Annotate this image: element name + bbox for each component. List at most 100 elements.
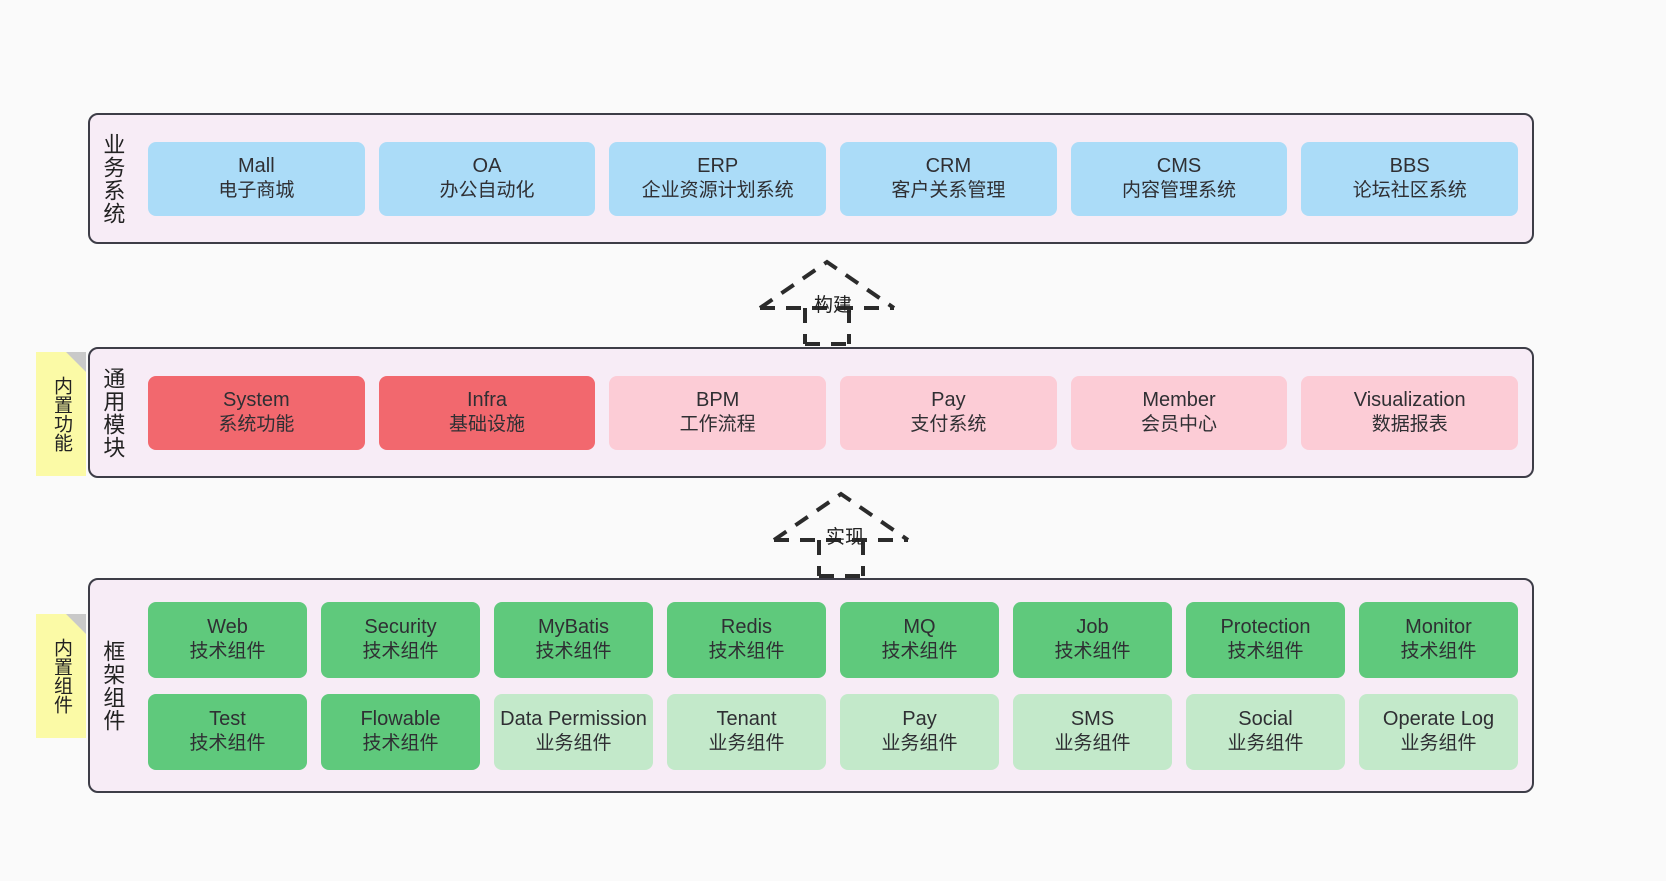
card-title-en: Data Permission <box>500 707 647 730</box>
card-title-cn: 技术组件 <box>881 640 958 662</box>
card-title-cn: 电子商城 <box>218 179 295 201</box>
card-title-cn: 技术组件 <box>189 732 266 754</box>
card-title-en: Social <box>1238 707 1293 730</box>
card-title-en: SMS <box>1070 707 1115 730</box>
card-title-en: Security <box>364 615 437 638</box>
card-title-cn: 业务组件 <box>535 732 612 754</box>
card-mall[interactable]: Mall 电子商城 <box>148 141 365 216</box>
card-title-en: Pay <box>931 388 966 411</box>
business-card-row: Mall 电子商城 OA 办公自动化 ERP 企业资源计划系统 CRM 客户关系… <box>148 141 1519 216</box>
card-title-en: Protection <box>1220 615 1311 638</box>
card-title-cn: 技术组件 <box>362 640 439 662</box>
card-test[interactable]: Test 技术组件 <box>148 693 307 770</box>
sticky-note-builtin-features: 内置功能 <box>36 352 86 476</box>
card-title-cn: 业务组件 <box>1227 732 1304 754</box>
card-title-cn: 客户关系管理 <box>891 179 1006 201</box>
layer-panel-common: 通用模块 System 系统功能 Infra 基础设施 BPM 工作流程 Pay <box>88 347 1534 478</box>
card-title-en: Flowable <box>360 707 441 730</box>
card-erp[interactable]: ERP 企业资源计划系统 <box>609 141 827 216</box>
card-web[interactable]: Web 技术组件 <box>148 601 307 678</box>
card-sms[interactable]: SMS 业务组件 <box>1013 693 1172 770</box>
sticky-note-builtin-components: 内置组件 <box>36 614 86 738</box>
card-mybatis[interactable]: MyBatis 技术组件 <box>494 601 653 678</box>
card-title-cn: 系统功能 <box>218 413 295 435</box>
card-title-en: Tenant <box>716 707 777 730</box>
card-social[interactable]: Social 业务组件 <box>1186 693 1345 770</box>
card-title-cn: 内容管理系统 <box>1122 179 1237 201</box>
card-member[interactable]: Member 会员中心 <box>1070 375 1288 450</box>
card-title-cn: 支付系统 <box>910 413 987 435</box>
card-title-en: ERP <box>697 154 739 177</box>
card-title-cn: 办公自动化 <box>439 179 535 201</box>
card-title-en: Operate Log <box>1382 707 1495 730</box>
card-title-cn: 业务组件 <box>1054 732 1131 754</box>
card-title-cn: 技术组件 <box>1227 640 1304 662</box>
card-security[interactable]: Security 技术组件 <box>321 601 480 678</box>
card-title-en: CRM <box>925 154 972 177</box>
card-title-en: Monitor <box>1405 615 1472 638</box>
card-title-cn: 业务组件 <box>708 732 785 754</box>
layer-panel-framework: 框架组件 Web 技术组件 Security 技术组件 MyBatis 技术组件… <box>88 578 1534 793</box>
card-title-en: MQ <box>903 615 936 638</box>
card-title-cn: 业务组件 <box>881 732 958 754</box>
card-pay-component[interactable]: Pay 业务组件 <box>840 693 999 770</box>
sticky-note-text: 内置功能 <box>51 376 73 452</box>
card-redis[interactable]: Redis 技术组件 <box>667 601 826 678</box>
card-bpm[interactable]: BPM 工作流程 <box>609 375 827 450</box>
card-title-en: MyBatis <box>537 615 610 638</box>
card-operate-log[interactable]: Operate Log 业务组件 <box>1359 693 1518 770</box>
card-mq[interactable]: MQ 技术组件 <box>840 601 999 678</box>
card-pay[interactable]: Pay 支付系统 <box>840 375 1057 450</box>
layer-body-business: Mall 电子商城 OA 办公自动化 ERP 企业资源计划系统 CRM 客户关系… <box>134 115 1532 242</box>
card-protection[interactable]: Protection 技术组件 <box>1186 601 1345 678</box>
card-title-en: Pay <box>902 707 937 730</box>
card-system[interactable]: System 系统功能 <box>148 375 365 450</box>
card-title-en: Member <box>1142 388 1216 411</box>
card-tenant[interactable]: Tenant 业务组件 <box>667 693 826 770</box>
card-visualization[interactable]: Visualization 数据报表 <box>1301 375 1519 450</box>
card-title-cn: 技术组件 <box>362 732 439 754</box>
layer-panel-business: 业务系统 Mall 电子商城 OA 办公自动化 ERP 企业资源计划系统 CRM <box>88 113 1534 244</box>
card-title-cn: 论坛社区系统 <box>1352 179 1467 201</box>
card-title-cn: 技术组件 <box>708 640 785 662</box>
card-cms[interactable]: CMS 内容管理系统 <box>1070 141 1288 216</box>
card-title-en: BPM <box>696 388 740 411</box>
layer-body-framework: Web 技术组件 Security 技术组件 MyBatis 技术组件 Redi… <box>134 580 1532 791</box>
card-title-en: Infra <box>466 388 508 411</box>
card-monitor[interactable]: Monitor 技术组件 <box>1359 601 1518 678</box>
card-job[interactable]: Job 技术组件 <box>1013 601 1172 678</box>
card-title-en: System <box>222 388 290 411</box>
card-title-cn: 基础设施 <box>449 413 526 435</box>
card-title-en: Visualization <box>1353 388 1466 411</box>
card-flowable[interactable]: Flowable 技术组件 <box>321 693 480 770</box>
card-title-cn: 技术组件 <box>535 640 612 662</box>
card-title-en: CMS <box>1156 154 1202 177</box>
card-title-cn: 技术组件 <box>189 640 266 662</box>
card-data-permission[interactable]: Data Permission 业务组件 <box>494 693 653 770</box>
card-title-cn: 业务组件 <box>1400 732 1477 754</box>
card-title-cn: 会员中心 <box>1141 413 1218 435</box>
connector-label-build: 构建 <box>814 295 853 316</box>
card-title-en: Test <box>209 707 246 730</box>
card-title-en: BBS <box>1389 154 1430 177</box>
card-bbs[interactable]: BBS 论坛社区系统 <box>1301 141 1519 216</box>
common-card-row: System 系统功能 Infra 基础设施 BPM 工作流程 Pay 支付系统… <box>148 375 1519 450</box>
card-title-en: Web <box>207 615 248 638</box>
layer-caption-business: 业务系统 <box>100 132 126 225</box>
card-oa[interactable]: OA 办公自动化 <box>378 141 596 216</box>
card-title-en: Redis <box>720 615 773 638</box>
sticky-note-text: 内置组件 <box>51 638 73 714</box>
card-title-cn: 技术组件 <box>1054 640 1131 662</box>
layer-body-common: System 系统功能 Infra 基础设施 BPM 工作流程 Pay 支付系统… <box>134 349 1532 476</box>
card-title-cn: 企业资源计划系统 <box>641 179 794 201</box>
framework-card-row-2: Test 技术组件 Flowable 技术组件 Data Permission … <box>148 693 1518 770</box>
layer-caption-common: 通用模块 <box>100 366 126 459</box>
card-title-en: OA <box>472 154 502 177</box>
card-title-en: Job <box>1076 615 1109 638</box>
card-title-cn: 技术组件 <box>1400 640 1477 662</box>
card-crm[interactable]: CRM 客户关系管理 <box>840 141 1057 216</box>
card-infra[interactable]: Infra 基础设施 <box>378 375 596 450</box>
layer-caption-framework: 框架组件 <box>100 639 126 732</box>
card-title-en: Mall <box>238 154 275 177</box>
